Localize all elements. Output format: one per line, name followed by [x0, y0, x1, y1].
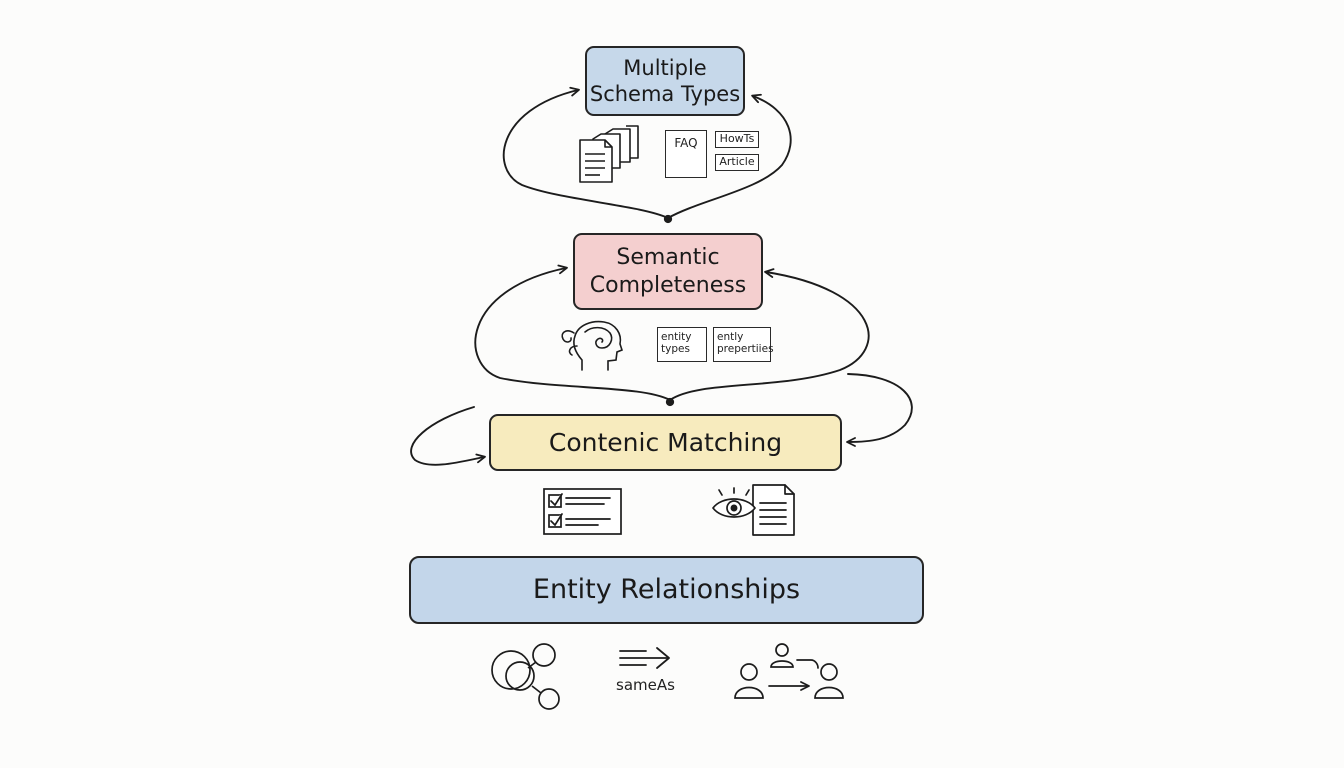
- connector-schema-loop: [502, 86, 792, 224]
- connector-matching-loops: [410, 373, 913, 466]
- contenic-matching-box: Contenic Matching: [489, 414, 842, 471]
- eye-document-icon: [712, 484, 795, 536]
- entity-relationships-label: Entity Relationships: [532, 574, 801, 606]
- documents-stack-icon: [579, 125, 639, 183]
- checklist-icon: [543, 488, 622, 535]
- sameas-label: sameAs: [616, 676, 675, 694]
- multiple-schema-types-box: Multiple Schema Types: [585, 46, 745, 116]
- semantic-completeness-box: Semantic Completeness: [573, 233, 763, 310]
- entity-properties-tag: ently prepertiies: [713, 327, 774, 362]
- entity-types-tag: entity types: [657, 327, 707, 362]
- faq-tag: FAQ: [665, 130, 707, 178]
- brain-head-icon: [561, 320, 623, 371]
- semantic-completeness-label: Semantic Completeness: [589, 245, 747, 298]
- connector-semantic-loop: [474, 264, 870, 407]
- contenic-matching-label: Contenic Matching: [548, 427, 783, 457]
- linked-circles-icon: [491, 643, 560, 710]
- user-network-icon: [734, 643, 844, 699]
- entity-relationships-box: Entity Relationships: [409, 556, 924, 624]
- arrow-right-icon: [619, 647, 670, 669]
- multiple-schema-types-label: Multiple Schema Types: [589, 55, 741, 106]
- howto-tag: HowTs: [715, 131, 759, 148]
- article-tag: Article: [715, 154, 759, 171]
